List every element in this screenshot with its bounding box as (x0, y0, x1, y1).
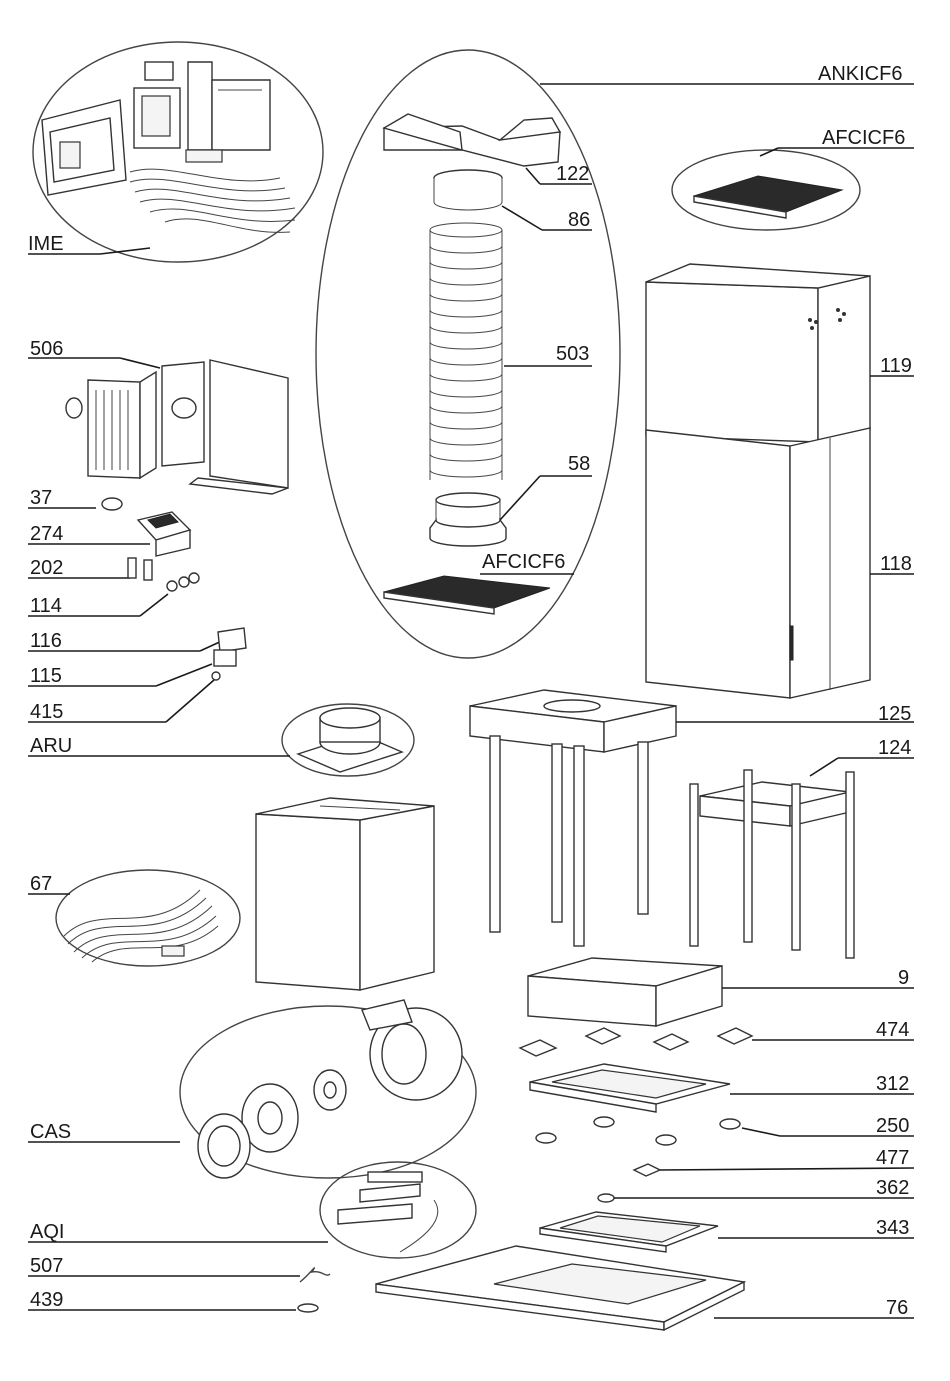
part-362: 362 (598, 1177, 914, 1202)
label-ankicf6: ANKICF6 (818, 63, 902, 85)
label-274: 274 (30, 523, 63, 545)
cas-group: CAS (28, 1000, 476, 1178)
label-afcicf6-mid: AFCICF6 (482, 551, 565, 573)
label-58: 58 (568, 453, 590, 475)
chimney-119: 119 (646, 264, 914, 442)
afcicf6-top-group: AFCICF6 (672, 127, 914, 230)
part-312: 312 (530, 1064, 914, 1112)
label-afcicf6-top: AFCICF6 (822, 127, 905, 149)
label-aqi: AQI (30, 1221, 64, 1243)
label-202: 202 (30, 557, 63, 579)
ime-group: IME (28, 42, 323, 262)
label-250: 250 (876, 1115, 909, 1137)
label-343: 343 (876, 1217, 909, 1239)
label-119: 119 (880, 355, 912, 377)
label-506: 506 (30, 338, 63, 360)
parts-507-439: 507 439 (28, 1255, 330, 1312)
chimney-118: 118 (646, 428, 914, 698)
label-362: 362 (876, 1177, 909, 1199)
label-76: 76 (886, 1297, 908, 1319)
label-474: 474 (876, 1019, 909, 1041)
frame-124: 124 (690, 737, 914, 958)
label-114: 114 (30, 595, 62, 617)
small-parts-group: 37 274 202 114 116 115 415 (28, 487, 246, 723)
label-9: 9 (898, 967, 909, 989)
label-477: 477 (876, 1147, 909, 1169)
part-9: 9 (528, 958, 914, 1026)
part-477: 477 (634, 1147, 914, 1176)
label-ime: IME (28, 233, 64, 255)
label-312: 312 (876, 1073, 909, 1095)
label-122: 122 (556, 163, 589, 185)
part-343: 343 (540, 1212, 914, 1252)
label-124: 124 (878, 737, 911, 759)
label-507: 507 (30, 1255, 63, 1277)
label-503: 503 (556, 343, 589, 365)
label-116: 116 (30, 630, 62, 652)
label-86: 86 (568, 209, 590, 231)
label-37: 37 (30, 487, 52, 509)
aru-group: ARU (28, 704, 414, 776)
label-118: 118 (880, 553, 912, 575)
aqi-group: AQI (28, 1162, 476, 1258)
label-aru: ARU (30, 735, 72, 757)
label-67: 67 (30, 873, 52, 895)
label-439: 439 (30, 1289, 63, 1311)
motor-housing (256, 798, 434, 990)
part-474: 474 (520, 1019, 914, 1056)
part-506-group: 506 (28, 338, 288, 494)
label-cas: CAS (30, 1121, 71, 1143)
label-415: 415 (30, 701, 63, 723)
label-115: 115 (30, 665, 62, 687)
part-76: 76 (376, 1246, 914, 1330)
part-67-group: 67 (28, 870, 240, 966)
part-250: 250 (536, 1115, 914, 1145)
